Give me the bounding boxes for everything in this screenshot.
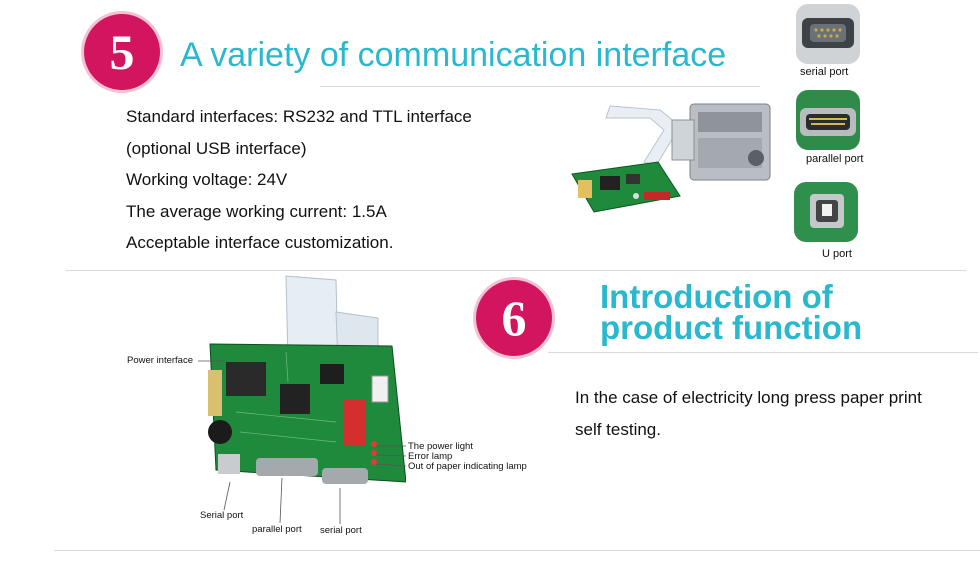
- label-parallel-port: parallel port: [252, 524, 302, 535]
- serial-port-image: [796, 4, 860, 64]
- section-divider: [66, 270, 966, 271]
- section-6-number: 6: [501, 290, 527, 346]
- label-serial-port: Serial port: [200, 510, 244, 521]
- spec-line-1: Standard interfaces: RS232 and TTL inter…: [126, 107, 472, 126]
- label-error-lamp: Error lamp: [408, 451, 453, 462]
- spec-line-3: Working voltage: 24V: [126, 170, 288, 189]
- parallel-port-image: [796, 90, 860, 150]
- section-6-title-underline: [548, 352, 978, 353]
- function-text-line-1: In the case of electricity long press pa…: [575, 388, 922, 407]
- section-5-title: A variety of communication interface: [180, 36, 727, 74]
- bottom-divider: [54, 550, 980, 551]
- spec-line-2: (optional USB interface): [126, 139, 307, 158]
- section-5-badge: 5: [84, 14, 160, 90]
- label-serial-port-2: serial port: [320, 525, 362, 536]
- serial-port-caption: serial port: [800, 66, 849, 78]
- label-out-of-paper-lamp: Out of paper indicating lamp: [408, 461, 527, 472]
- printer-module-image: [571, 103, 771, 213]
- label-power-interface: Power interface: [127, 355, 194, 366]
- section-5-title-underline: [320, 86, 760, 87]
- function-text-line-2: self testing.: [575, 420, 661, 439]
- label-power-light: The power light: [408, 441, 473, 452]
- spec-line-5: Acceptable interface customization.: [126, 233, 394, 252]
- parallel-port-caption: parallel port: [806, 153, 864, 165]
- spec-line-4: The average working current: 1.5A: [126, 202, 387, 221]
- usb-port-image: [794, 182, 858, 242]
- section-5-number: 5: [109, 24, 135, 80]
- section-6-title-line-1: Introduction of: [600, 278, 833, 315]
- control-board-image: [208, 275, 406, 484]
- section-6-badge: 6: [476, 280, 552, 356]
- usb-port-caption: U port: [822, 248, 852, 260]
- section-6-title-line-2: product function: [600, 309, 863, 346]
